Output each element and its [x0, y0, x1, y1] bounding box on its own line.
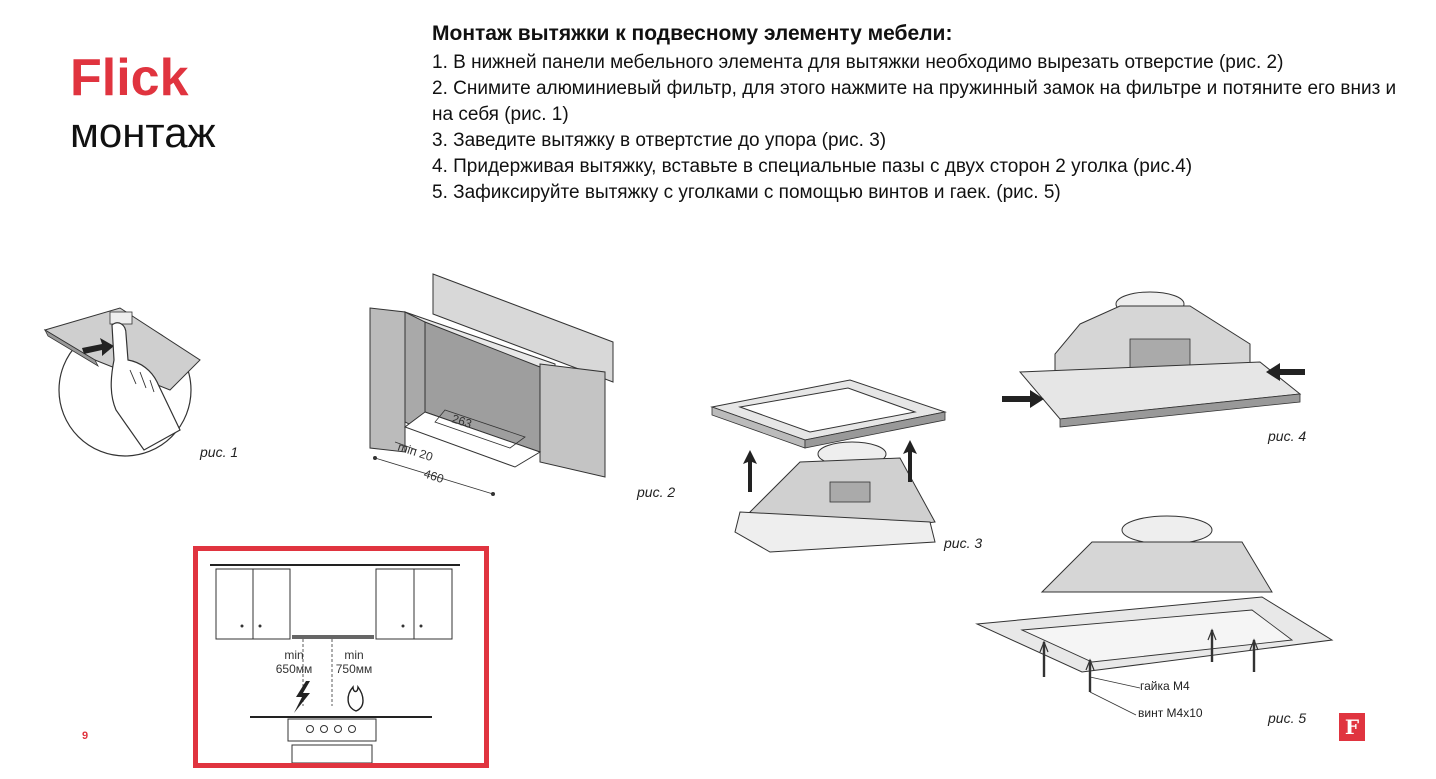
- label-screw: винт М4х10: [1138, 706, 1203, 720]
- caption-fig3: рис. 3: [944, 535, 983, 551]
- label-nut: гайка М4: [1140, 679, 1190, 693]
- brand-logo: F: [1339, 713, 1365, 741]
- flame-icon: [347, 684, 364, 712]
- caption-fig1: рис. 1: [200, 444, 239, 460]
- caption-fig4: рис. 4: [1268, 428, 1307, 444]
- figure-corner-brackets: [1000, 284, 1310, 429]
- brand-name: Flick: [70, 49, 189, 107]
- gas-value: 750мм: [336, 662, 373, 676]
- instruction-step: 5. Зафиксируйте вытяжку с уголками с пом…: [432, 182, 1061, 203]
- figure-insert-hood: [710, 372, 950, 562]
- instruction-step: 2. Снимите алюминиевый фильтр, для этого…: [432, 78, 1397, 125]
- electric-min: min: [284, 648, 303, 662]
- page-subtitle: монтаж: [70, 109, 216, 156]
- clearance-diagram: min 650мм min 750мм: [193, 546, 489, 768]
- caption-fig5: рис. 5: [1268, 710, 1307, 726]
- dim-depth: 263: [450, 412, 474, 432]
- instruction-step: 3. Заведите вытяжку в отвертстие до упор…: [432, 130, 887, 151]
- instructions-list: 1. В нижней панели мебельного элемента д…: [432, 50, 1422, 206]
- dim-min: min 20: [396, 440, 435, 465]
- figure-cabinet-cutout: 263 min 20 460: [365, 272, 615, 512]
- caption-fig2: рис. 2: [637, 484, 676, 500]
- dim-width: 460: [422, 467, 446, 487]
- gas-min: min: [344, 648, 363, 662]
- instructions-title: Монтаж вытяжки к подвесному элементу меб…: [432, 22, 953, 45]
- figure-fixing-screws: гайка М4 винт М4х10: [972, 512, 1342, 732]
- lightning-icon: [294, 681, 310, 713]
- figure-filter-removal: [40, 300, 210, 460]
- instruction-step: 4. Придерживая вытяжку, вставьте в специ…: [432, 156, 1193, 177]
- electric-value: 650мм: [276, 662, 313, 676]
- instruction-step: 1. В нижней панели мебельного элемента д…: [432, 52, 1284, 73]
- instructions-block: Монтаж вытяжки к подвесному элементу меб…: [432, 22, 1422, 206]
- page-number: 9: [82, 730, 89, 742]
